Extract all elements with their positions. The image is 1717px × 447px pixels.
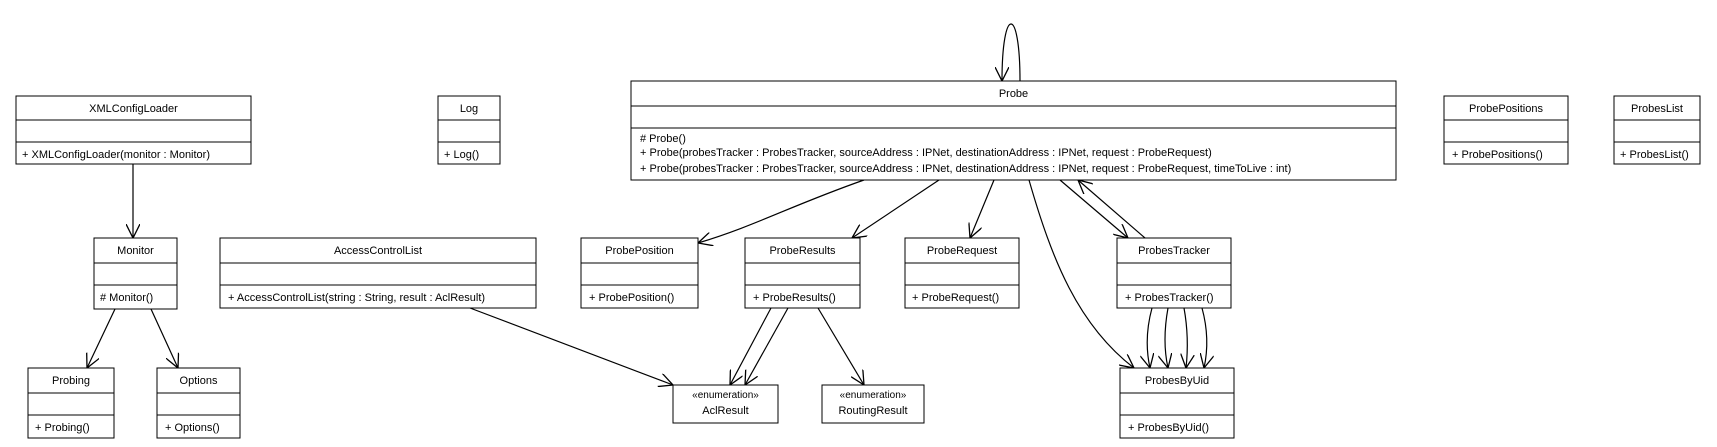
edge-monitor-options <box>150 308 178 368</box>
edge-probestracker-probesbyuid-2 <box>1165 307 1168 368</box>
class-name: ProbePositions <box>1469 103 1543 115</box>
class-probeslist[interactable]: ProbesList + ProbesList() <box>1613 95 1701 165</box>
class-proberequest[interactable]: ProbeRequest + ProbeRequest() <box>904 237 1020 309</box>
enum-routingresult[interactable]: «enumeration» RoutingResult <box>821 384 925 424</box>
class-operation: + ProbesTracker() <box>1125 292 1214 304</box>
class-probeposition[interactable]: ProbePosition + ProbePosition() <box>580 237 699 309</box>
class-operation: + Options() <box>165 422 220 434</box>
class-operation: + ProbeRequest() <box>912 292 999 304</box>
class-operation: + XMLConfigLoader(monitor : Monitor) <box>22 149 210 161</box>
edge-probe-probesbyuid <box>1028 179 1134 368</box>
enum-name: RoutingResult <box>838 405 907 417</box>
edge-probe-self <box>1002 23 1021 81</box>
class-accesscontrollist[interactable]: AccessControlList + AccessControlList(st… <box>219 237 537 309</box>
edge-probe-probestracker <box>1059 179 1128 238</box>
class-name: Probing <box>52 375 90 387</box>
class-operation: + ProbePosition() <box>589 292 674 304</box>
class-operation: + ProbeResults() <box>753 292 836 304</box>
class-operation: + Probing() <box>35 422 90 434</box>
class-name: ProbePosition <box>605 245 674 257</box>
class-operation: + Probe(probesTracker : ProbesTracker, s… <box>640 163 1291 175</box>
enum-aclresult[interactable]: «enumeration» AclResult <box>672 384 779 424</box>
edge-proberesults-aclresult-2 <box>745 307 789 385</box>
edge-accesscontrollist-aclresult <box>469 307 673 385</box>
edge-probe-probeposition <box>698 179 865 243</box>
class-probesbyuid[interactable]: ProbesByUid + ProbesByUid() <box>1119 367 1235 439</box>
class-name: Log <box>460 103 478 115</box>
edge-probestracker-probesbyuid-1 <box>1147 307 1152 368</box>
enum-stereotype: «enumeration» <box>692 390 759 401</box>
class-name: AccessControlList <box>334 245 422 257</box>
class-name: ProbesTracker <box>1138 245 1210 257</box>
class-operation: # Probe() <box>640 133 686 145</box>
class-probe[interactable]: Probe # Probe() + Probe(probesTracker : … <box>630 80 1397 181</box>
class-operation: + Log() <box>444 149 479 161</box>
class-name: ProbesList <box>1631 103 1683 115</box>
edge-probe-proberesults <box>852 179 940 238</box>
edge-proberesults-routingresult <box>817 307 864 385</box>
class-name: ProbesByUid <box>1145 375 1209 387</box>
class-name: Monitor <box>117 245 154 257</box>
class-operation: # Monitor() <box>100 292 153 304</box>
edge-monitor-probing <box>87 308 116 368</box>
class-xmlconfigloader[interactable]: XMLConfigLoader + XMLConfigLoader(monito… <box>15 95 252 165</box>
class-probestracker[interactable]: ProbesTracker + ProbesTracker() <box>1116 237 1232 309</box>
class-operation: + ProbesList() <box>1620 149 1689 161</box>
relations <box>87 23 1207 385</box>
edge-proberesults-aclresult-1 <box>730 307 772 385</box>
class-operation: + ProbePositions() <box>1452 149 1543 161</box>
class-name: Probe <box>999 88 1028 100</box>
enum-stereotype: «enumeration» <box>840 390 907 401</box>
class-monitor[interactable]: Monitor # Monitor() <box>93 237 178 310</box>
class-operation: + AccessControlList(string : String, res… <box>228 292 485 304</box>
class-name: ProbeResults <box>769 245 836 257</box>
class-name: XMLConfigLoader <box>89 103 178 115</box>
class-probing[interactable]: Probing + Probing() <box>27 367 115 439</box>
edge-probe-proberequest <box>970 179 995 238</box>
class-operation: + Probe(probesTracker : ProbesTracker, s… <box>640 147 1212 159</box>
class-log[interactable]: Log + Log() <box>437 95 501 165</box>
class-operation: + ProbesByUid() <box>1128 422 1209 434</box>
edge-probestracker-probesbyuid-4 <box>1202 307 1207 368</box>
class-options[interactable]: Options + Options() <box>156 367 241 439</box>
edge-probestracker-probesbyuid-3 <box>1184 307 1187 368</box>
edge-probestracker-probe <box>1078 180 1146 239</box>
enum-name: AclResult <box>702 405 748 417</box>
class-name: ProbeRequest <box>927 245 997 257</box>
class-name: Options <box>180 375 218 387</box>
class-proberesults[interactable]: ProbeResults + ProbeResults() <box>744 237 861 309</box>
class-probepositions[interactable]: ProbePositions + ProbePositions() <box>1443 95 1569 165</box>
